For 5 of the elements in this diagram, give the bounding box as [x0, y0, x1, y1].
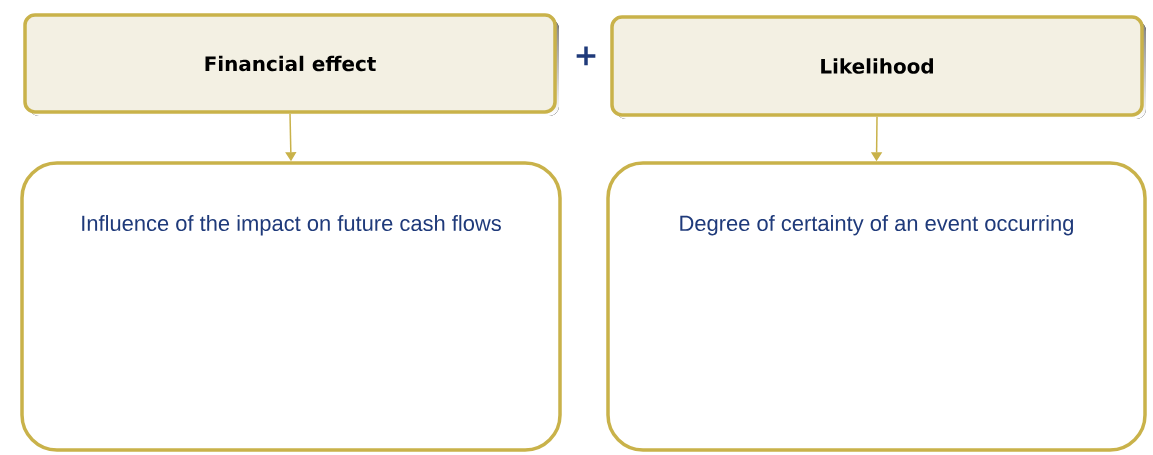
heading-box: Likelihood [610, 15, 1144, 117]
text-box: Influence of the impact on future cash flows [20, 161, 562, 452]
plus-sign: + [576, 46, 596, 66]
heading-box: Financial effect [23, 13, 557, 114]
text-box: Degree of certainty of an event occurring [606, 161, 1147, 452]
